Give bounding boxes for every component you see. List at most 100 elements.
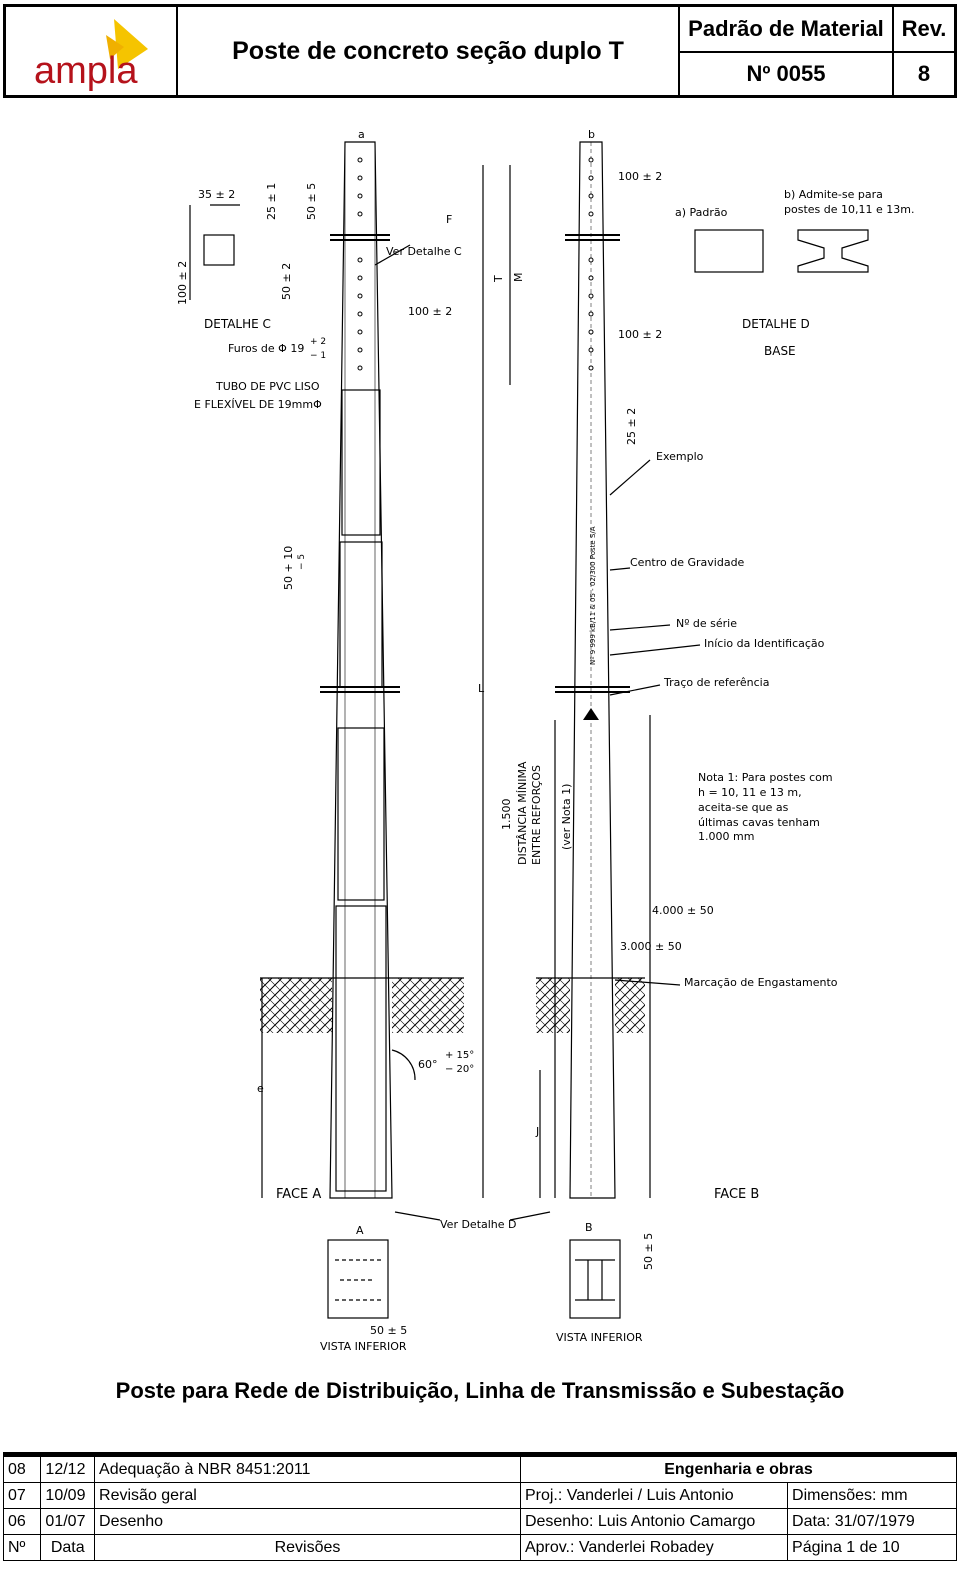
nota-line3: aceita-se que as [698, 801, 789, 814]
dist-line2: ENTRE REFORÇOS [530, 765, 543, 865]
dim-label-m: M [512, 273, 525, 283]
logo-text: ampla [34, 50, 138, 92]
base-label: BASE [764, 344, 796, 358]
dim-25-1: 25 ± 1 [265, 183, 278, 220]
tubo-line2: E FLEXÍVEL DE 19mmΦ [194, 398, 322, 411]
dim-label-a: a [358, 128, 365, 141]
rev-desc: Desenho [94, 1508, 521, 1535]
tubo-line1: TUBO DE PVC LISO [215, 380, 320, 393]
technical-drawing: a b 35 ± 2 25 ± 1 50 ± 5 100 ± 2 50 ± 2 … [170, 120, 914, 1360]
admite-line2: postes de 10,11 e 13m. [784, 203, 914, 216]
pole-marking: Nº 9 999 kB/11 & 05 - 02/300 Poste S/A [589, 526, 597, 665]
dim-50-10-minus: − 5 [297, 554, 307, 570]
detalhe-c-label: DETALHE C [204, 317, 271, 331]
vista-inferior-b: VISTA INFERIOR [556, 1331, 643, 1344]
rev-date: 10/09 [40, 1482, 96, 1509]
nota-line4: últimas cavas tenham [698, 816, 820, 829]
rev-date: 12/12 [40, 1456, 96, 1483]
centro-gravidade-label: Centro de Gravidade [630, 556, 745, 569]
dim-100-2-b: 100 ± 2 [618, 170, 662, 183]
bottom-label-a: A [356, 1224, 364, 1237]
engastamento-label: Marcação de Engastamento [684, 976, 838, 989]
dimensions-unit: Dimensões: mm [787, 1482, 957, 1509]
dim-4000: 4.000 ± 50 [652, 904, 714, 917]
furos-tol-minus: − 1 [310, 351, 326, 361]
furos-tol-plus: + 2 [310, 337, 326, 347]
ver-detalhe-d: Ver Detalhe D [440, 1218, 517, 1231]
document-header: ampla Poste de concreto seção duplo T Pa… [3, 4, 957, 98]
exemplo-label: Exemplo [656, 450, 704, 463]
rev-desc: Adequação à NBR 8451:2011 [94, 1456, 521, 1483]
document-number: Nº 0055 [680, 53, 894, 95]
drawing-credit: Desenho: Luis Antonio Camargo [519, 1508, 789, 1535]
dim-label-l: L [478, 682, 485, 695]
dim-label-t: T [492, 275, 505, 283]
detalhe-d-label: DETALHE D [742, 317, 810, 331]
num-serie-label: Nº de série [676, 617, 737, 630]
nota-line5: 1.000 mm [698, 830, 754, 843]
company-logo: ampla [6, 7, 178, 95]
rev-num: 08 [2, 1456, 42, 1483]
bottom-view-b [569, 1239, 621, 1319]
revision-table: 08 12/12 Adequação à NBR 8451:2011 Engen… [2, 1452, 958, 1568]
engineering-dept: Engenharia e obras [519, 1456, 958, 1483]
dim-100-2-a: 100 ± 2 [408, 305, 452, 318]
section-a-standard [694, 229, 764, 273]
revision-number: 8 [917, 61, 931, 86]
page-number: Página 1 de 10 [787, 1534, 957, 1561]
inicio-ident-label: Início da Identificação [704, 637, 825, 650]
dim-label-j: J [535, 1125, 539, 1138]
dist-1500: 1.500 [500, 799, 513, 831]
bottom-label-b: B [585, 1221, 593, 1234]
revision-row: 07 10/09 Revisão geral Proj.: Vanderlei … [2, 1482, 957, 1509]
section-b-double-t [797, 229, 869, 273]
face-a-label: FACE A [276, 1187, 321, 1202]
furos-label: Furos de Φ 19 [228, 342, 304, 355]
angle-minus: − 20° [445, 1064, 474, 1075]
dim-100-2-left: 100 ± 2 [176, 261, 189, 305]
vista-inferior-a: VISTA INFERIOR [320, 1340, 407, 1353]
rev-label: Rev. [894, 7, 954, 53]
revision-row: 06 01/07 Desenho Desenho: Luis Antonio C… [2, 1508, 957, 1535]
dim-3000: 3.000 ± 50 [620, 940, 682, 953]
material-label: Padrão de Material [680, 7, 894, 53]
angle-plus: + 15° [445, 1050, 474, 1061]
dim-50-5-right: 50 ± 5 [642, 1233, 655, 1270]
traco-ref-label: Traço de referência [663, 676, 769, 689]
dim-25-2: 25 ± 2 [625, 408, 638, 445]
rev-date: 01/07 [40, 1508, 96, 1535]
dim-50-10: 50 + 10 [282, 546, 295, 590]
face-a-pole-outline [329, 141, 393, 1199]
approval-credit: Aprov.: Vanderlei Robadey [519, 1534, 789, 1561]
revision-footer-row: Nº Data Revisões Aprov.: Vanderlei Robad… [2, 1534, 957, 1561]
pole-drawing-svg: a b 35 ± 2 25 ± 1 50 ± 5 100 ± 2 50 ± 2 … [176, 128, 914, 1353]
document-title: Poste de concreto seção duplo T [178, 7, 680, 95]
nota-line1: Nota 1: Para postes com [698, 771, 833, 784]
bottom-view-a [327, 1239, 389, 1319]
dim-50-5-bottom: 50 ± 5 [370, 1324, 407, 1337]
face-b-pole-outline [569, 141, 616, 1199]
dim-label-b: b [588, 128, 595, 141]
padrao-label: a) Padrão [675, 206, 728, 219]
ver-nota: (ver Nota 1) [560, 784, 573, 850]
drawing-caption: Poste para Rede de Distribuição, Linha d… [115, 1378, 845, 1403]
dim-100-2-c: 100 ± 2 [618, 328, 662, 341]
ver-detalhe-c: Ver Detalhe C [386, 245, 462, 258]
ampla-logo-icon: ampla [34, 19, 148, 92]
rev-num: 07 [2, 1482, 42, 1509]
dim-35: 35 ± 2 [198, 188, 235, 201]
drawing-date: Data: 31/07/1979 [787, 1508, 957, 1535]
dim-label-e: e [257, 1082, 264, 1095]
rev-num: 06 [2, 1508, 42, 1535]
dim-label-f: F [446, 213, 452, 226]
dim-50-5: 50 ± 5 [305, 183, 318, 220]
dist-line1: DISTÂNCIA MÍNIMA [516, 761, 529, 865]
dim-50-2: 50 ± 2 [280, 263, 293, 300]
face-b-label: FACE B [714, 1187, 759, 1202]
nota-line2: h = 10, 11 e 13 m, [698, 786, 802, 799]
footer-num-header: Nº [2, 1534, 42, 1561]
footer-date-header: Data [40, 1534, 96, 1561]
admite-line1: b) Admite-se para [784, 188, 883, 201]
revision-row: 08 12/12 Adequação à NBR 8451:2011 Engen… [2, 1456, 958, 1483]
angle-label: 60° [418, 1058, 438, 1071]
